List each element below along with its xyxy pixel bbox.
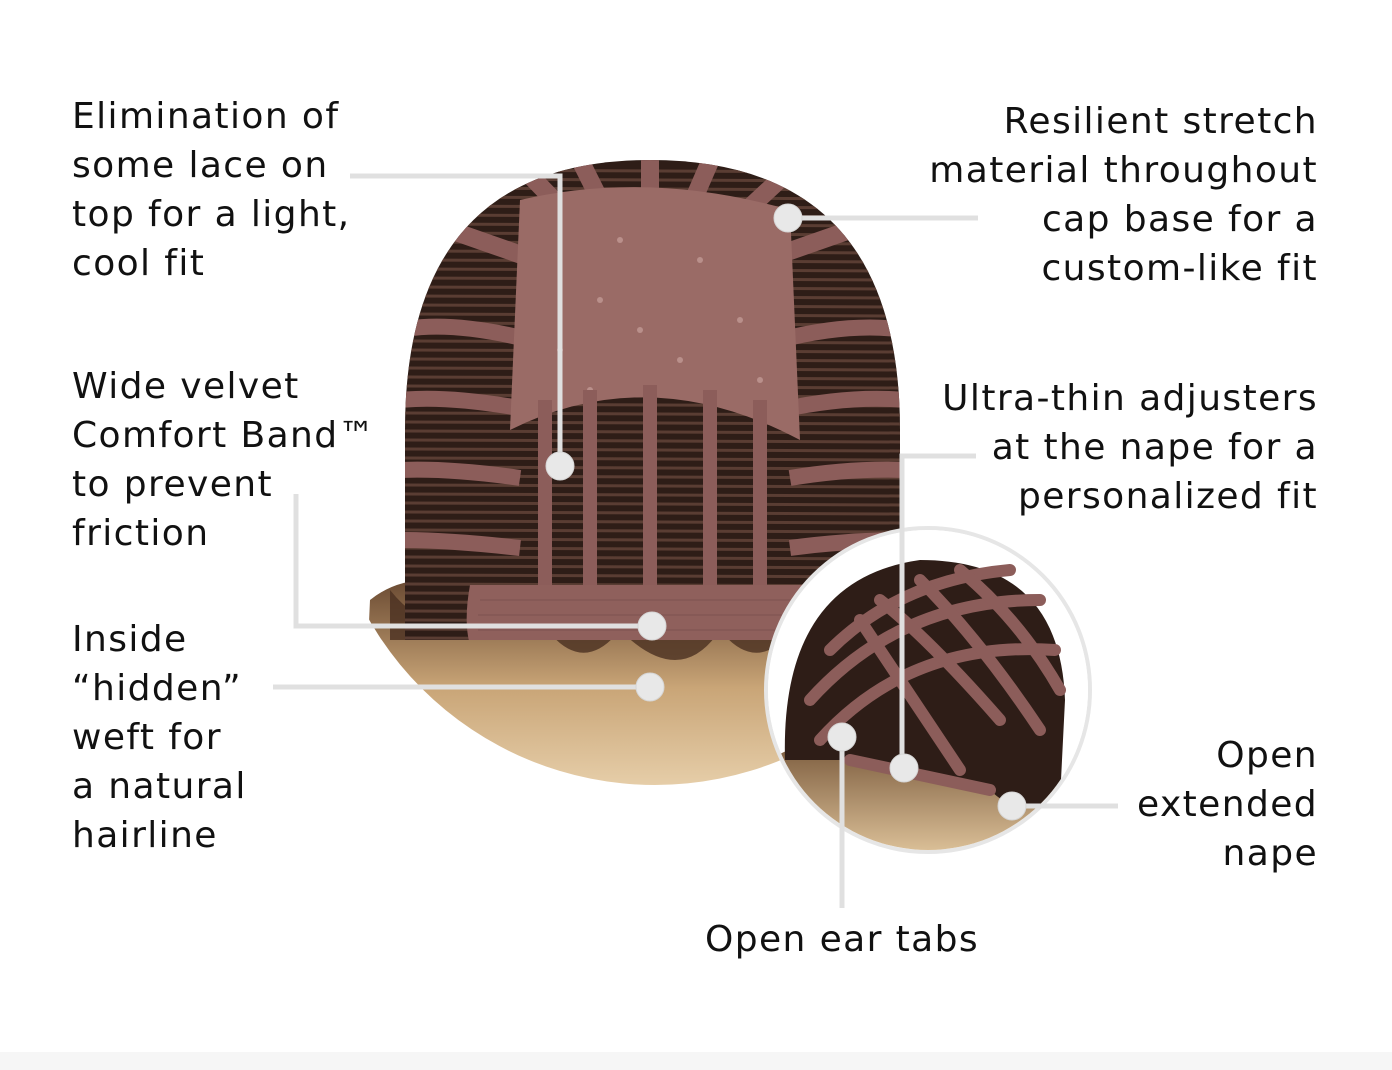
lace-panel [510, 187, 800, 440]
callout-adjusters: Ultra-thin adjusters at the nape for a p… [942, 378, 1318, 517]
callout-comfort-band: Wide velvet Comfort Band™ to prevent fri… [72, 366, 376, 554]
bottom-strip [0, 1052, 1392, 1070]
callout-nape: Open extended nape [1137, 735, 1318, 874]
inset-cap-view [768, 530, 1088, 850]
callout-stretch-material: Resilient stretch material throughout ca… [929, 101, 1318, 289]
callout-dots [545, 203, 1027, 821]
callout-lace-top: Elimination of some lace on top for a li… [72, 96, 351, 284]
callout-ear-tabs: Open ear tabs [705, 919, 980, 960]
callout-hidden-weft: Inside “hidden” weft for a natural hairl… [72, 619, 247, 856]
callout-lines [273, 173, 1118, 908]
